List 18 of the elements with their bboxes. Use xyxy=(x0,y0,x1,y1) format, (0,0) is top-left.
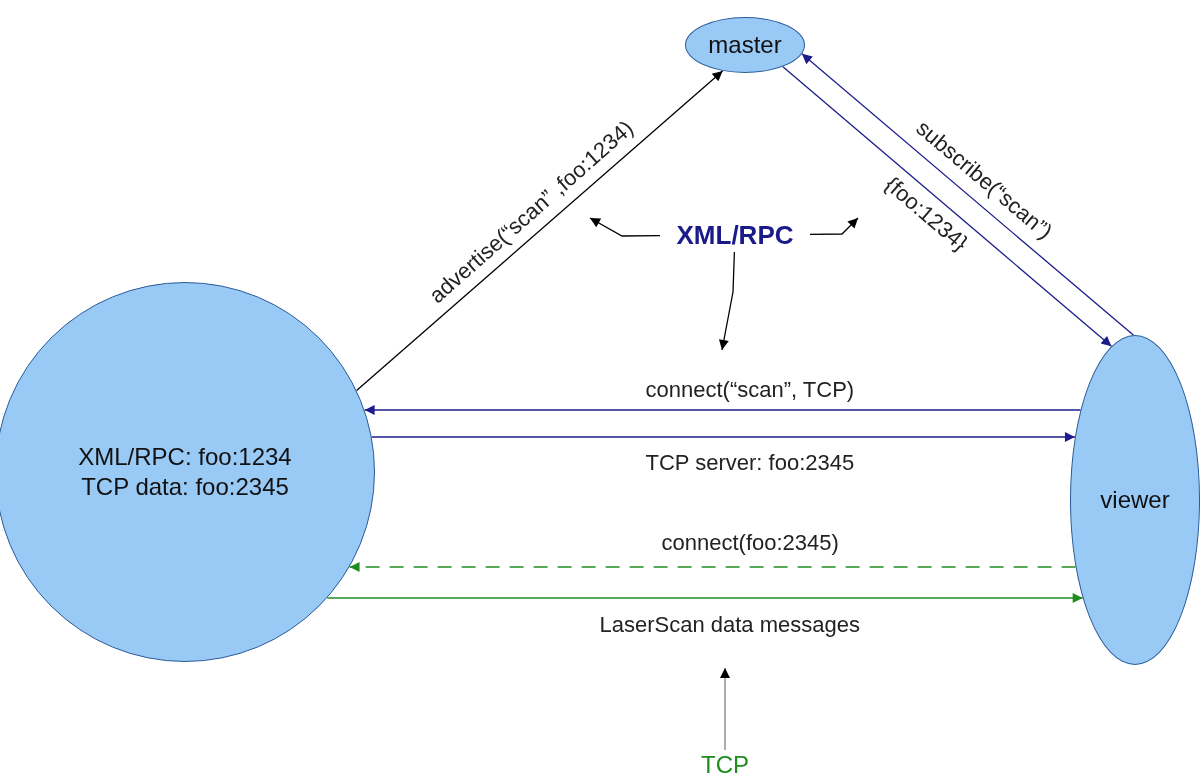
arrow xyxy=(801,53,1134,336)
ellipse-node xyxy=(685,17,805,73)
annotation-label: TCP xyxy=(690,750,760,780)
arrow xyxy=(363,405,1082,415)
arrow xyxy=(355,70,724,392)
leader-arrow xyxy=(718,251,736,351)
leader-arrow xyxy=(720,667,730,751)
arrow xyxy=(371,432,1076,442)
arrow xyxy=(348,562,1077,572)
node-label: master xyxy=(708,30,782,60)
leader-arrow xyxy=(589,217,661,237)
leader-arrow xyxy=(809,217,859,235)
node-label: XML/RPC: foo:1234 TCP data: foo:2345 xyxy=(77,442,293,502)
annotation-label: XML/RPC xyxy=(660,218,810,252)
node-label: viewer xyxy=(1100,485,1170,515)
arrow xyxy=(326,593,1084,603)
edge-label: connect(foo:2345) xyxy=(659,531,841,556)
arrow xyxy=(782,66,1113,347)
